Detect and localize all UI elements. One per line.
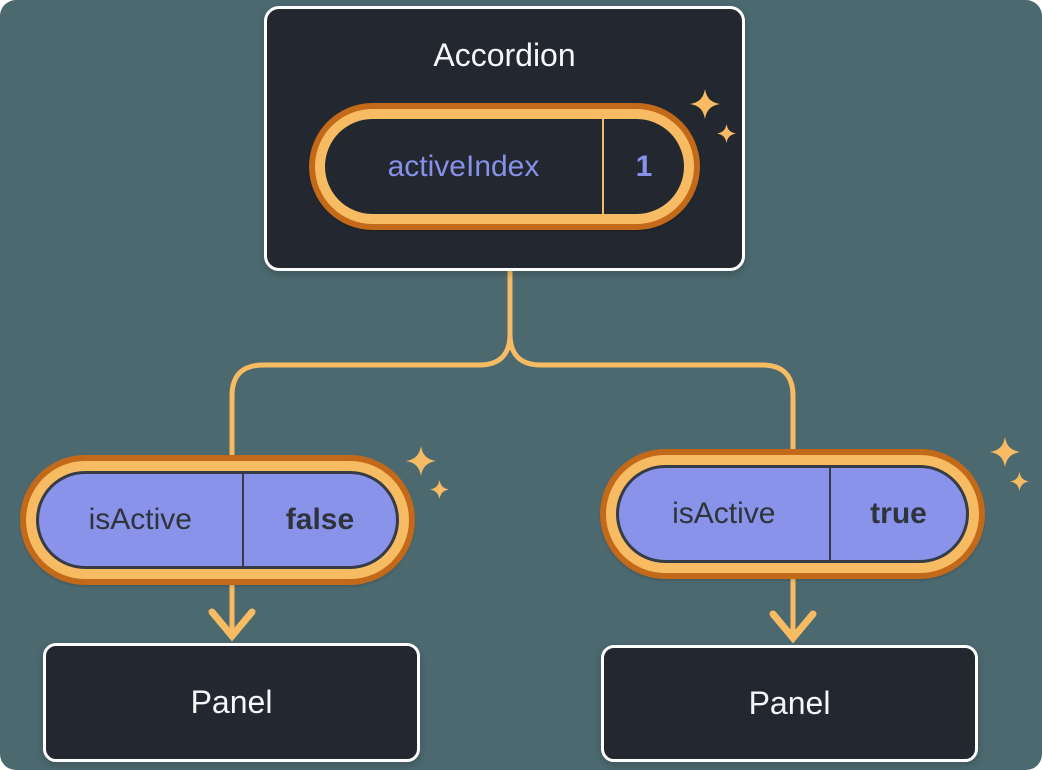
component-title: Accordion — [433, 37, 576, 73]
sparkle-icon — [690, 89, 720, 119]
sparkle-icon — [1010, 472, 1029, 491]
component-title: Panel — [748, 685, 831, 721]
sparkle-icon — [430, 480, 449, 499]
active-index-state-pill: activeIndex 1 — [309, 103, 700, 230]
sparkle-icon — [717, 124, 736, 143]
prop-name: isActive — [88, 503, 192, 536]
state-name: activeIndex — [387, 149, 540, 183]
arrowhead-down-icon — [769, 610, 817, 644]
sparkle-icon — [990, 437, 1020, 467]
prop-pill-ring: isActive false — [26, 461, 409, 579]
state-pill-ring: activeIndex 1 — [315, 109, 694, 224]
component-title: Panel — [190, 684, 273, 720]
connector-left-branch — [229, 268, 513, 634]
prop-value: false — [285, 503, 355, 536]
is-active-prop-pill-right: isActive true — [600, 449, 985, 579]
sparkle-icon — [406, 446, 436, 476]
state-value: 1 — [635, 149, 653, 183]
arrowhead-down-icon — [208, 608, 256, 642]
is-active-prop-pill-left: isActive false — [20, 455, 415, 585]
pill-divider — [828, 468, 831, 560]
prop-value: true — [870, 497, 927, 530]
pill-divider — [602, 119, 604, 214]
connector-right-branch — [507, 268, 796, 636]
panel-component-box-left: Panel — [43, 643, 420, 762]
prop-pill-ring: isActive true — [606, 455, 979, 573]
prop-name: isActive — [672, 497, 776, 530]
pill-divider — [241, 474, 244, 566]
panel-component-box-right: Panel — [601, 645, 978, 762]
